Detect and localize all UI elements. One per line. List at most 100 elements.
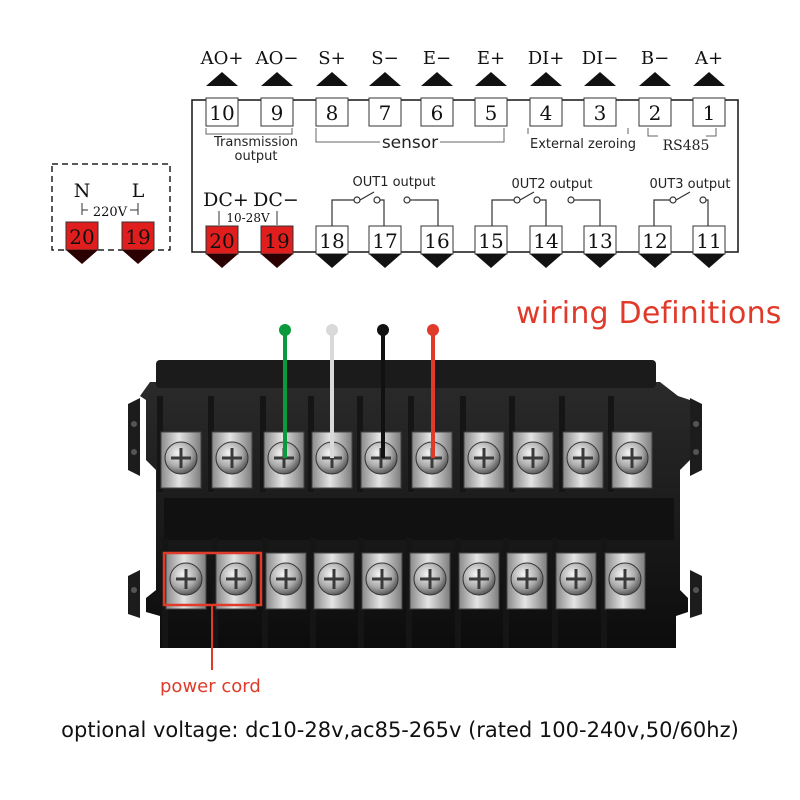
terminal-arrow-icon bbox=[261, 72, 293, 86]
power-cord-label: power cord bbox=[160, 676, 261, 697]
terminal-arrow-icon bbox=[693, 72, 725, 86]
terminal-number: 1 bbox=[703, 101, 716, 125]
terminal-number: 19 bbox=[264, 229, 289, 253]
out3-contact-icon bbox=[653, 191, 709, 226]
terminal-4: 4 bbox=[529, 97, 563, 127]
terminal-number: 5 bbox=[485, 101, 498, 125]
terminal-dc-19: 19 bbox=[260, 225, 294, 255]
upper-terminal-screw bbox=[611, 431, 653, 489]
terminal-arrow-icon bbox=[639, 254, 671, 268]
terminal-arrow-icon bbox=[66, 250, 98, 264]
out1-label: OUT1 output bbox=[353, 175, 436, 190]
terminal-arrow-icon bbox=[206, 72, 238, 86]
rs485-label: RS485 bbox=[663, 138, 710, 154]
terminal-label: AO− bbox=[255, 48, 299, 69]
upper-terminal-screw bbox=[211, 431, 253, 489]
terminal-number: 19 bbox=[125, 225, 150, 249]
terminal-arrow-icon bbox=[584, 254, 616, 268]
lower-terminal-screw bbox=[361, 552, 403, 610]
terminal-label: E+ bbox=[477, 48, 505, 69]
terminal-arrow-icon bbox=[421, 72, 453, 86]
terminal-15: 15 bbox=[474, 225, 508, 255]
terminal-16: 16 bbox=[420, 225, 454, 255]
out1-contact-icon bbox=[331, 191, 439, 226]
lower-terminal-screw bbox=[506, 552, 548, 610]
wires bbox=[279, 324, 439, 458]
lower-terminal-screw bbox=[409, 552, 451, 610]
upper-terminal-screw bbox=[562, 431, 604, 489]
terminal-ac-20: 20 bbox=[65, 221, 99, 251]
lower-terminal-screw bbox=[265, 552, 307, 610]
terminal-arrow-icon bbox=[639, 72, 671, 86]
lower-terminal-screw bbox=[165, 552, 207, 610]
terminal-14: 14 bbox=[529, 225, 563, 255]
terminal-ac-19: 19 bbox=[121, 221, 155, 251]
lower-terminal-screw bbox=[215, 552, 257, 610]
terminal-label: AO+ bbox=[200, 48, 244, 69]
transmission-label: Transmission bbox=[213, 135, 298, 150]
sensor-label: sensor bbox=[382, 133, 438, 153]
voltage-note: optional voltage: dc10-28v,ac85-265v (ra… bbox=[61, 718, 739, 742]
terminal-arrow-icon bbox=[122, 250, 154, 264]
terminal-number: 20 bbox=[69, 225, 94, 249]
terminal-arrow-icon bbox=[475, 72, 507, 86]
terminal-number: 4 bbox=[540, 101, 553, 125]
black-wire-icon bbox=[377, 324, 389, 336]
terminal-number: 17 bbox=[372, 229, 397, 253]
terminal-number: 15 bbox=[478, 229, 503, 253]
terminal-arrow-icon bbox=[316, 254, 348, 268]
terminal-arrow-icon bbox=[206, 254, 238, 268]
terminal-number: 20 bbox=[209, 229, 234, 253]
wiring-definitions-title: wiring Definitions bbox=[516, 296, 782, 331]
terminal-dc-20: 20 bbox=[205, 225, 239, 255]
terminal-arrow-icon bbox=[693, 254, 725, 268]
transmission-sub-label: output bbox=[235, 149, 278, 164]
upper-terminal-screw bbox=[512, 431, 554, 489]
white-wire-icon bbox=[326, 324, 338, 336]
dc-positive-label: DC+ bbox=[203, 189, 249, 211]
dc-negative-label: DC− bbox=[253, 189, 299, 211]
lower-terminal-screw bbox=[313, 552, 355, 610]
lower-terminal-screw bbox=[604, 552, 646, 610]
terminal-number: 18 bbox=[319, 229, 344, 253]
terminal-3: 3 bbox=[583, 97, 617, 127]
terminal-number: 14 bbox=[533, 229, 558, 253]
terminal-10: 10 bbox=[205, 97, 239, 127]
terminal-number: 11 bbox=[696, 229, 721, 253]
terminal-number: 2 bbox=[649, 101, 662, 125]
terminal-arrow-icon bbox=[369, 254, 401, 268]
terminal-5: 5 bbox=[474, 97, 508, 127]
terminal-number: 3 bbox=[594, 101, 607, 125]
upper-terminal-screw bbox=[463, 431, 505, 489]
terminal-6: 6 bbox=[420, 97, 454, 127]
out2-label: 0UT2 output bbox=[511, 177, 592, 192]
terminal-17: 17 bbox=[368, 225, 402, 255]
terminal-number: 13 bbox=[587, 229, 612, 253]
terminal-label: DI+ bbox=[528, 48, 565, 69]
green-wire-icon bbox=[279, 324, 291, 336]
terminal-arrow-icon bbox=[369, 72, 401, 86]
ac-volts-label: 220V bbox=[93, 205, 128, 220]
terminal-arrow-icon bbox=[475, 254, 507, 268]
terminal-number: 12 bbox=[642, 229, 667, 253]
terminal-label: S− bbox=[371, 48, 398, 69]
terminal-number: 8 bbox=[326, 101, 339, 125]
terminal-arrow-icon bbox=[261, 254, 293, 268]
terminal-number: 9 bbox=[271, 101, 284, 125]
terminal-2: 2 bbox=[638, 97, 672, 127]
lower-terminal-screw bbox=[458, 552, 500, 610]
red-wire-icon bbox=[427, 324, 439, 336]
terminal-arrow-icon bbox=[530, 254, 562, 268]
out3-label: 0UT3 output bbox=[649, 177, 730, 192]
lower-terminal-screw bbox=[555, 552, 597, 610]
terminal-label: S+ bbox=[318, 48, 345, 69]
terminal-8: 8 bbox=[315, 97, 349, 127]
terminal-number: 10 bbox=[209, 101, 234, 125]
power-cord-highlight bbox=[162, 551, 263, 670]
out2-contact-icon bbox=[491, 191, 601, 226]
terminal-label: B− bbox=[641, 48, 669, 69]
live-label: L bbox=[132, 180, 145, 202]
